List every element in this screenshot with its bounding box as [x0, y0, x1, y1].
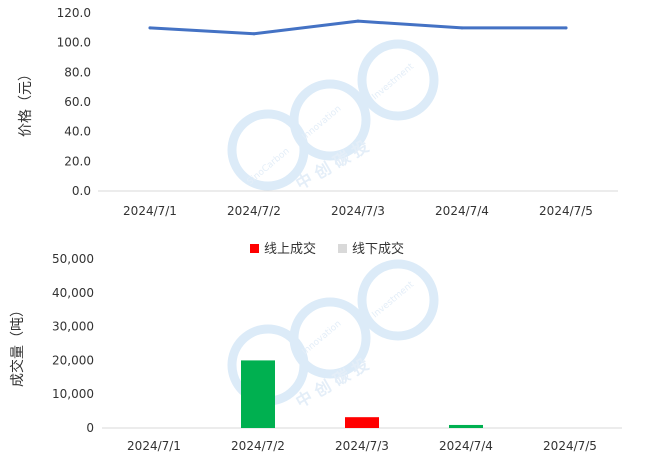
x-tick-label: 2024/7/5 [543, 439, 597, 453]
y-tick-label: 120.0 [57, 6, 91, 20]
price-line-chart: 0.0 20.0 40.0 60.0 80.0 100.0 120.0 2024/7/1 202… [18, 6, 618, 218]
volume-bar [241, 360, 275, 428]
y-tick-label: 80.0 [64, 65, 91, 79]
x-tick-label: 2024/7/1 [127, 439, 181, 453]
y-axis-title: 成交量（吨） [9, 303, 26, 387]
x-tick-label: 2024/7/1 [123, 204, 177, 218]
x-tick-label: 2024/7/4 [439, 439, 493, 453]
y-tick-label: 100.0 [57, 36, 91, 50]
price-point [460, 26, 464, 30]
watermark-ring [357, 259, 439, 341]
price-point [564, 26, 568, 30]
y-tick-label: 50,000 [52, 252, 94, 266]
y-tick-label: 0 [86, 421, 94, 435]
y-tick-label: 60.0 [64, 95, 91, 109]
price-point [252, 32, 256, 36]
x-tick-label: 2024/7/3 [331, 204, 385, 218]
volume-bar [449, 424, 483, 428]
x-tick-label: 2024/7/3 [335, 439, 389, 453]
y-tick-label: 40,000 [52, 286, 94, 300]
y-axis-title: 价格（元） [18, 67, 34, 137]
legend-swatch [338, 244, 347, 253]
watermark-ring [289, 297, 371, 379]
y-tick-label: 20.0 [64, 154, 91, 168]
x-tick-label: 2024/7/2 [227, 204, 281, 218]
price-point [148, 26, 152, 30]
price-point [356, 19, 360, 23]
y-tick-label: 0.0 [72, 184, 91, 198]
volume-bar [345, 417, 379, 428]
watermark-ring [289, 79, 371, 161]
x-tick-label: 2024/7/5 [539, 204, 593, 218]
y-tick-label: 40.0 [64, 125, 91, 139]
y-tick-label: 30,000 [52, 320, 94, 334]
legend-label: 线上成交 [264, 241, 316, 257]
legend-label: 线下成交 [352, 241, 404, 257]
watermark-ring [357, 39, 439, 121]
y-tick-label: 10,000 [52, 387, 94, 401]
x-tick-label: 2024/7/2 [231, 439, 285, 453]
x-tick-label: 2024/7/4 [435, 204, 489, 218]
legend-swatch [250, 244, 259, 253]
y-tick-label: 20,000 [52, 353, 94, 367]
